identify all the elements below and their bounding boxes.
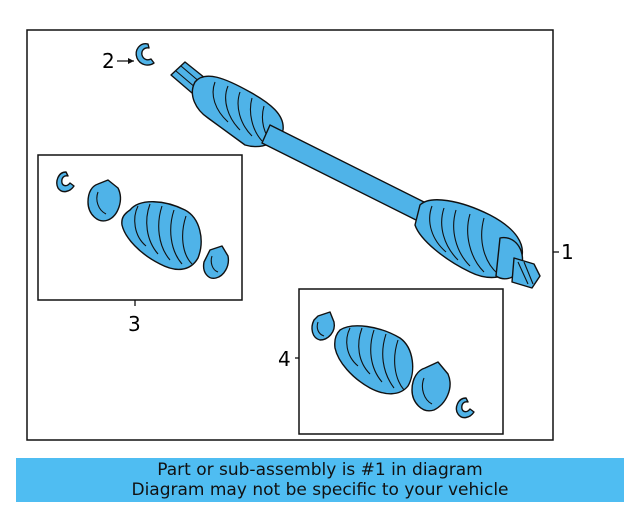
callout-2: 2: [102, 49, 115, 73]
inner-boot-kit-3[interactable]: [56, 171, 230, 279]
diagram-frame: [26, 29, 554, 441]
callout-2-arrowhead: [128, 58, 134, 64]
snap-ring-2[interactable]: [135, 43, 155, 66]
outer-boot-kit-box: [298, 288, 504, 435]
callout-4: 4: [278, 347, 291, 371]
banner-line-1: Part or sub-assembly is #1 in diagram: [157, 460, 483, 480]
callout-3: 3: [128, 312, 141, 336]
outer-boot-kit-4[interactable]: [311, 311, 475, 419]
info-banner: Part or sub-assembly is #1 in diagram Di…: [16, 458, 624, 502]
inner-boot-kit-box: [37, 154, 243, 301]
banner-line-2: Diagram may not be specific to your vehi…: [131, 480, 509, 500]
axle-shaft-assembly[interactable]: [170, 61, 541, 289]
callout-1: 1: [561, 240, 574, 264]
